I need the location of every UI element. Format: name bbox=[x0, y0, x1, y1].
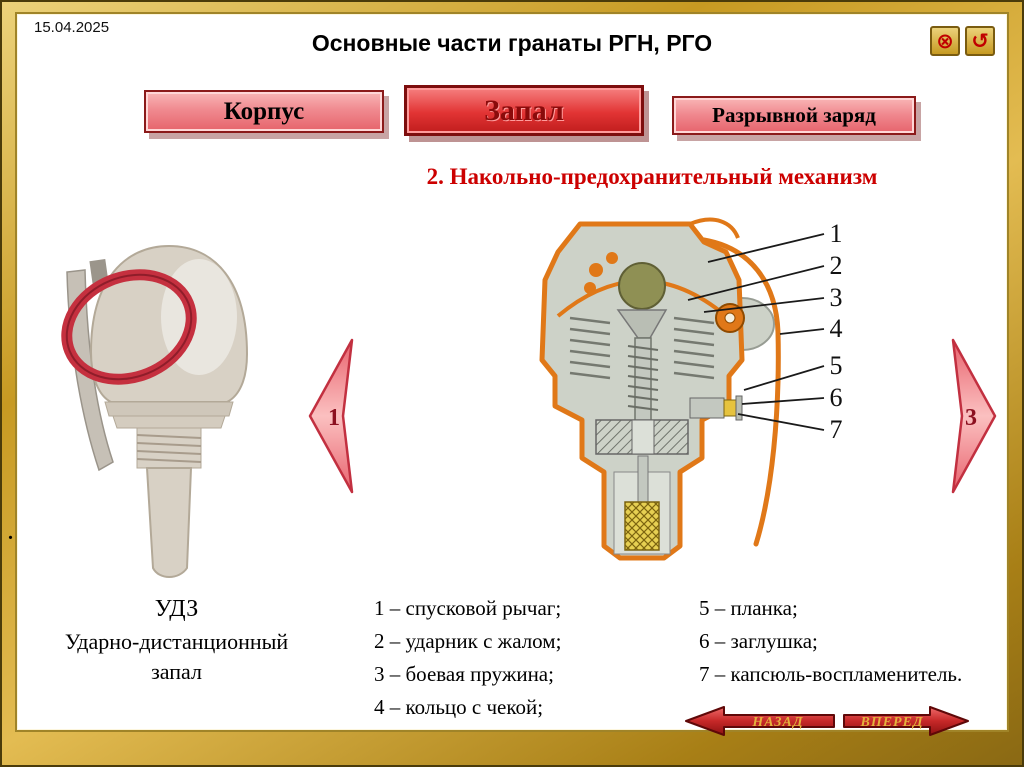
legend-item-7: 7 – капсюль-воспламенитель. bbox=[699, 662, 963, 686]
callout-number-2: 2 bbox=[830, 251, 843, 280]
fuze-cross-section-diagram: 1 2 3 4 5 6 7 bbox=[539, 217, 843, 561]
lever-hook bbox=[689, 217, 740, 239]
nav-arrow-left-1[interactable]: 1 bbox=[307, 337, 355, 495]
forward-button-label: ВПЕРЕД bbox=[859, 715, 923, 730]
callout-numbers: 1 2 3 4 5 6 7 bbox=[830, 219, 843, 444]
tab-zapal-label: Запал bbox=[484, 93, 564, 127]
return-icon: ↺ bbox=[971, 29, 989, 53]
callout-number-1: 1 bbox=[830, 219, 843, 248]
safety-lever-outline bbox=[701, 237, 781, 547]
right-arrow-shape bbox=[951, 338, 997, 494]
callout-line-2 bbox=[687, 265, 825, 301]
fuze-cap bbox=[89, 244, 249, 403]
cap-ring-1 bbox=[104, 401, 234, 417]
cap-ring-2 bbox=[112, 415, 226, 429]
tab-zaryad-label: Разрывной заряд bbox=[712, 103, 876, 127]
callout-line-7 bbox=[737, 413, 825, 431]
photo-caption-subtitle: Ударно-дистанционный запал bbox=[64, 629, 289, 684]
tab-korpus[interactable]: Корпус bbox=[144, 90, 384, 133]
thread-lines bbox=[136, 434, 202, 463]
inertia-ball bbox=[618, 262, 666, 310]
date-label: 15.04.2025 bbox=[34, 19, 110, 36]
right-arrow-label: 3 bbox=[965, 405, 977, 431]
callout-line-6 bbox=[741, 397, 825, 405]
pull-ring-shadow bbox=[65, 273, 193, 381]
nav-arrow-right-3[interactable]: 3 bbox=[950, 337, 998, 495]
right-spring bbox=[673, 316, 715, 380]
pivot-pin bbox=[724, 312, 736, 324]
legend-item-3: 3 – боевая пружина; bbox=[374, 662, 554, 686]
ball-2 bbox=[606, 252, 618, 264]
back-button[interactable]: НАЗАД bbox=[684, 704, 836, 738]
legend-column-1: 1 – спусковой рычаг; 2 – ударник с жалом… bbox=[374, 592, 561, 724]
back-arrow-shape bbox=[685, 706, 835, 736]
callout-number-4: 4 bbox=[830, 314, 843, 343]
callout-line-5 bbox=[743, 365, 825, 391]
page-title: Основные части гранаты РГН, РГО bbox=[311, 30, 713, 56]
callout-number-7: 7 bbox=[830, 415, 843, 444]
udz-photo bbox=[61, 244, 249, 578]
legend-item-6: 6 – заглушка; bbox=[699, 629, 818, 653]
callout-number-3: 3 bbox=[830, 283, 843, 312]
tab-zapal-active[interactable]: Запал bbox=[404, 85, 644, 136]
tab-razryvnoy-zaryad[interactable]: Разрывной заряд bbox=[672, 96, 916, 135]
section-heading: 2. Накольно-предохранительный механизм bbox=[426, 164, 878, 189]
striker bbox=[634, 337, 652, 431]
fuze-tube bbox=[145, 467, 193, 578]
plate-part bbox=[735, 395, 743, 421]
legend-column-2: 5 – планка; 6 – заглушка; 7 – капсюль-во… bbox=[699, 592, 962, 691]
block-channel bbox=[631, 419, 655, 455]
primer-cap bbox=[723, 399, 737, 417]
callout-number-6: 6 bbox=[830, 383, 843, 412]
photo-caption-title: УДЗ bbox=[154, 596, 199, 622]
callout-lines bbox=[687, 233, 825, 431]
photo-caption: УДЗ Ударно-дистанционный запал bbox=[44, 596, 309, 687]
forward-button[interactable]: ВПЕРЕД bbox=[842, 704, 970, 738]
forward-arrow-shape bbox=[843, 706, 969, 736]
left-arrow-label: 1 bbox=[328, 405, 340, 431]
callout-line-4 bbox=[779, 328, 825, 335]
ball-3 bbox=[584, 282, 596, 294]
close-button[interactable]: ⊗ bbox=[930, 26, 960, 56]
callout-line-1 bbox=[707, 233, 825, 263]
left-arrow-shape bbox=[308, 338, 354, 494]
close-icon: ⊗ bbox=[936, 29, 954, 53]
delay-channel bbox=[637, 455, 649, 503]
callout-line-3 bbox=[703, 297, 825, 313]
detonator-charge bbox=[624, 501, 660, 551]
tab-korpus-label: Корпус bbox=[223, 97, 305, 125]
legend-item-1: 1 – спусковой рычаг; bbox=[374, 596, 562, 620]
return-button[interactable]: ↺ bbox=[965, 26, 995, 56]
legend-item-2: 2 – ударник с жалом; bbox=[374, 629, 562, 653]
plug-bolt bbox=[689, 397, 725, 419]
ball-1 bbox=[589, 263, 603, 277]
stray-mark: . bbox=[8, 522, 13, 544]
legend-item-5: 5 – планка; bbox=[699, 596, 798, 620]
callout-number-5: 5 bbox=[830, 351, 843, 380]
legend-item-4: 4 – кольцо с чекой; bbox=[374, 695, 544, 719]
left-spring bbox=[569, 316, 611, 380]
mainspring bbox=[627, 345, 659, 411]
back-button-label: НАЗАД bbox=[751, 715, 803, 730]
slide-panel: 15.04.2025 Основные части гранаты РГН, Р… bbox=[15, 12, 1009, 736]
